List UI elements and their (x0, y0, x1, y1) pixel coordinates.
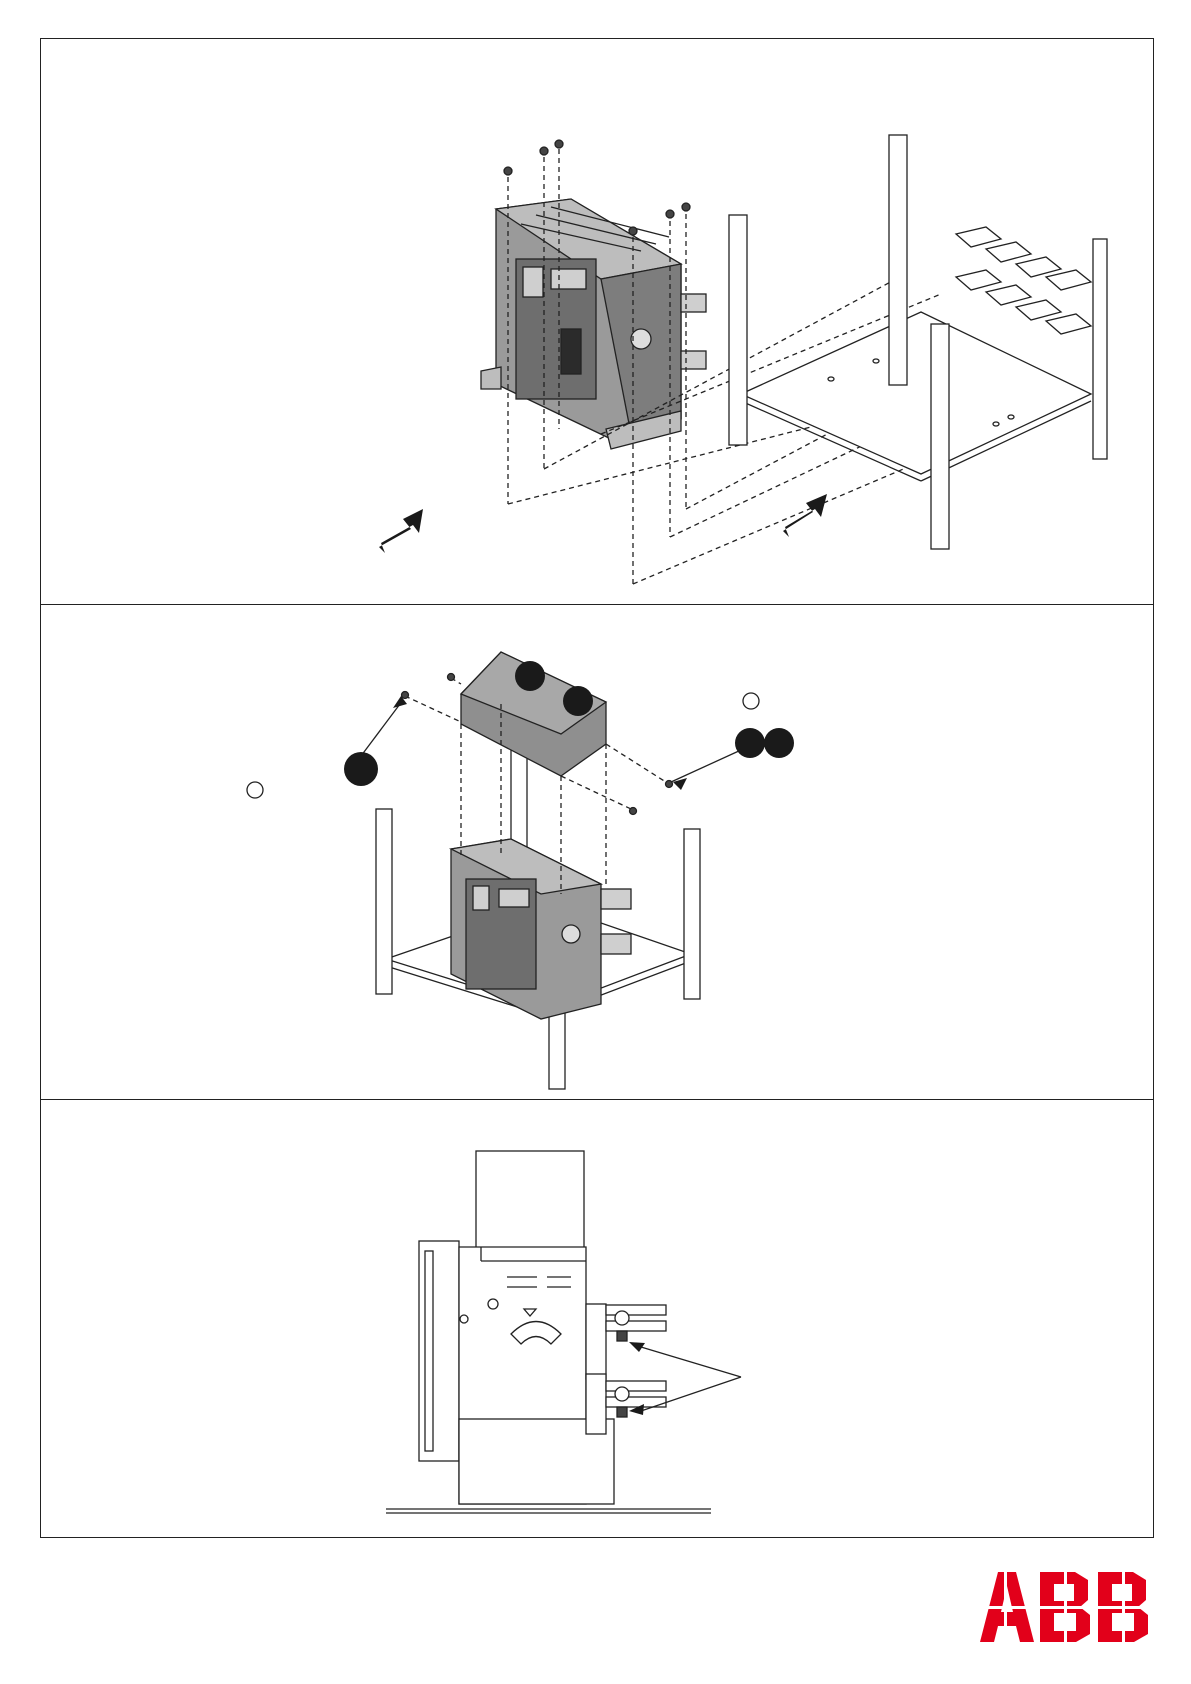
illustration-step-1 (41, 39, 1153, 604)
page-frame (40, 38, 1154, 1538)
illustration-step-2 (41, 604, 1153, 1099)
side-view-terminal-bolts-drawing (41, 1099, 1153, 1539)
fit-top-cover-drawing (41, 604, 1153, 1099)
abb-logo (980, 1570, 1155, 1645)
illustration-step-3 (41, 1099, 1153, 1539)
mount-breaker-onto-frame-drawing (41, 39, 1153, 604)
